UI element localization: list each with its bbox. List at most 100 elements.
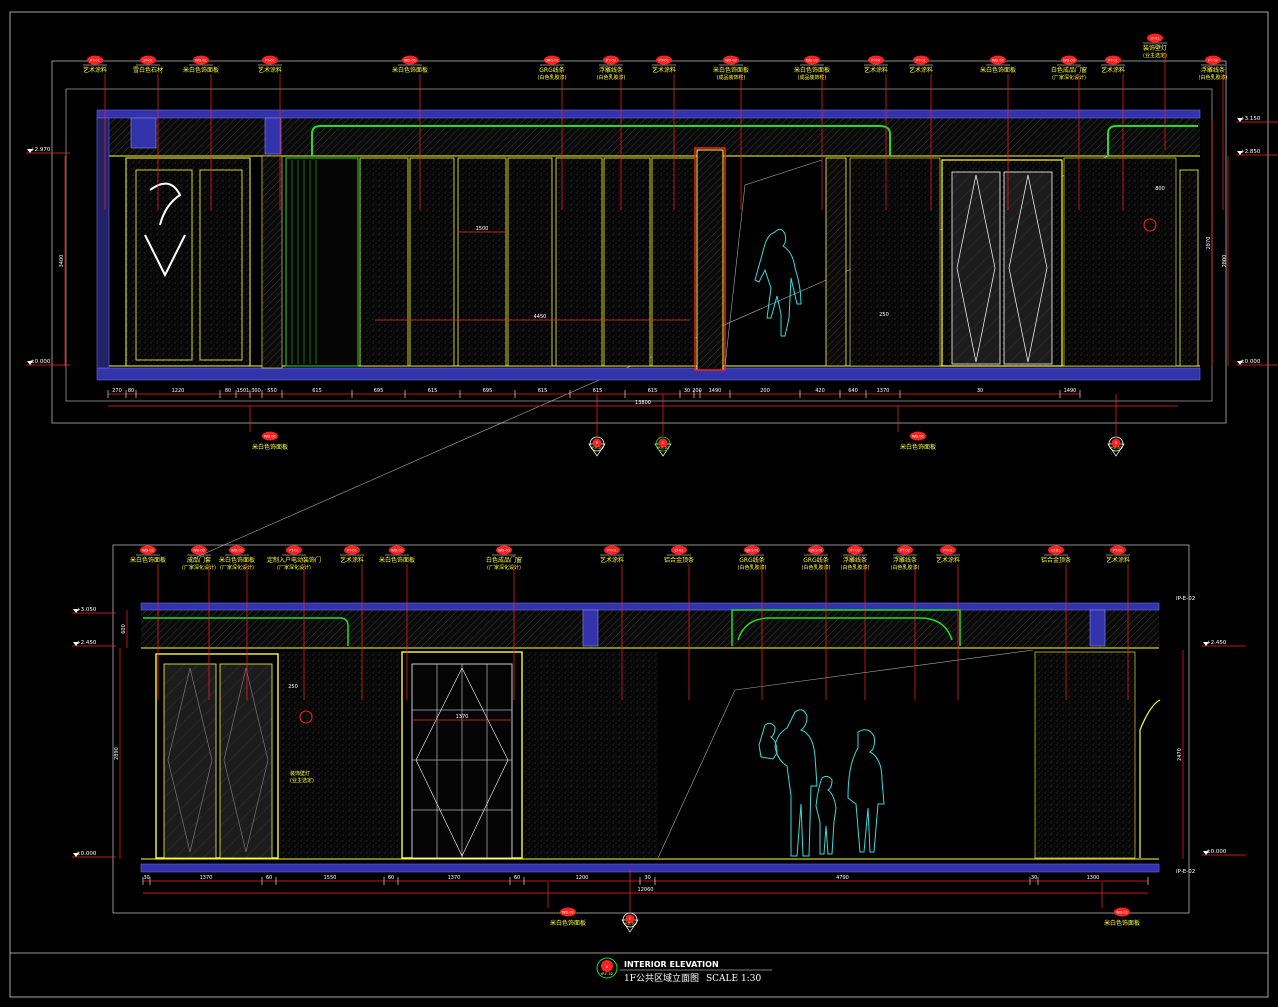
- level-value: ±0.000: [1240, 359, 1261, 365]
- callout-tag: WD-01: [142, 548, 154, 552]
- family-silhouettes: [758, 709, 885, 857]
- callout-tag: GRG-01: [545, 58, 559, 62]
- level-triangle-icon: [73, 853, 79, 857]
- callout-text: 米白色饰面板: [219, 556, 255, 564]
- level-value: +3.150: [1240, 116, 1261, 122]
- stipple-wall: [524, 652, 658, 858]
- callout-text: 米白色饰面板: [252, 443, 288, 451]
- callout-tag: ST-01: [143, 58, 153, 62]
- level-triangle-icon: [1237, 151, 1243, 155]
- callout-tag: WD-01: [1116, 910, 1128, 914]
- wall-panel-row: [359, 157, 696, 367]
- callout-text: 米白色饰面板: [130, 556, 166, 564]
- callout-tag-icon: [193, 55, 209, 65]
- title-tag-dot: [601, 960, 613, 972]
- level-mark: +2.850: [1236, 149, 1278, 156]
- callout-text: 米白色饰面板: [980, 66, 1016, 74]
- entrance-door-frame: [155, 653, 279, 859]
- callout-text: 成品门套: [187, 556, 211, 564]
- door-diamond: [167, 667, 269, 853]
- side-reference: IP-E-02: [1176, 869, 1195, 875]
- opening-perspective: [724, 159, 823, 367]
- dimension-value: 4450: [534, 314, 547, 320]
- wall-lamp: [1143, 218, 1157, 232]
- floor-slab: [96, 367, 1201, 381]
- callout-subtext: (厂家深化设计): [277, 564, 311, 571]
- dimension-value: 30: [143, 875, 149, 881]
- callout-tag-icon: [671, 545, 687, 555]
- callout-text: 浮雕线条: [1201, 66, 1225, 74]
- stipple-wall: [1063, 157, 1177, 367]
- annotation-layer: PT-01艺术涂料ST-01雪白色石材WD-01米白色饰面板PT-01艺术涂料W…: [26, 33, 1278, 933]
- callout-tag-icon: [804, 55, 820, 65]
- level-triangle-icon: [1203, 642, 1209, 646]
- wall-panel: [555, 157, 603, 367]
- callout-tag-icon: [1205, 55, 1221, 65]
- callout-tag: PT-01: [607, 548, 617, 552]
- callout-tag: WD-03: [498, 548, 510, 552]
- callout-tag-icon: [603, 55, 619, 65]
- callout-tag-icon: [262, 431, 278, 441]
- section-dot: [1111, 438, 1121, 448]
- wall-panel: [457, 157, 507, 367]
- carved-door-panel: [125, 157, 251, 367]
- callout-tag-icon: [723, 55, 739, 65]
- entrance-door-leaf: [163, 663, 217, 859]
- level-value: ±0.000: [1206, 849, 1227, 855]
- level-triangle-icon: [27, 149, 33, 153]
- level-triangle-icon: [73, 609, 79, 613]
- ceiling-section: [97, 118, 1200, 156]
- callout-text: 艺术涂料: [600, 556, 624, 564]
- dimension-value: 615: [538, 388, 548, 394]
- callout-subtext: (白色乳胶漆): [802, 564, 831, 571]
- callout-tag: PT-01: [265, 58, 275, 62]
- stipple-wall: [1034, 651, 1136, 859]
- stipple-wall: [280, 652, 400, 858]
- dimension-value: 1370: [456, 714, 469, 720]
- callout-subtext: (白色乳胶漆): [738, 564, 767, 571]
- callout-tag: WD-01: [231, 548, 243, 552]
- vertical-reeds: [291, 160, 317, 364]
- elevation-bottom: [112, 544, 1190, 914]
- dimension-value: 2800: [1222, 255, 1228, 268]
- callout-subtext: (白色乳胶漆): [841, 564, 870, 571]
- callout-subtext: (成品装饰柱): [798, 74, 827, 81]
- wall-panel: [651, 157, 696, 367]
- material-callout: WD-01 米白色饰面板: [130, 545, 166, 700]
- section-dot: [658, 438, 668, 448]
- decorative-column: [825, 157, 847, 367]
- dimension-value: 60: [388, 875, 394, 881]
- callout-tag: PT-02: [900, 548, 910, 552]
- dimension-value: 80: [225, 388, 231, 394]
- callout-tag: PT-01: [871, 58, 881, 62]
- section-letter: C: [662, 441, 665, 445]
- person-silhouette: [754, 228, 802, 337]
- callout-tag-icon: [286, 545, 302, 555]
- callout-tag-icon: [1061, 55, 1077, 65]
- callout-tag: LT-01: [674, 548, 683, 552]
- callout-tag: WD-01: [391, 548, 403, 552]
- callout-text: 艺术涂料: [340, 556, 364, 564]
- callout-tag-icon: [496, 545, 512, 555]
- callout-tag: WD-03: [1063, 58, 1075, 62]
- callout-text: 米白色饰面板: [794, 66, 830, 74]
- section-marker: EIP-E-02: [621, 870, 639, 933]
- callout-tag: PT-01: [1113, 548, 1123, 552]
- dimension-value: 1370: [200, 875, 213, 881]
- viewport-frame-outer: [51, 60, 1227, 424]
